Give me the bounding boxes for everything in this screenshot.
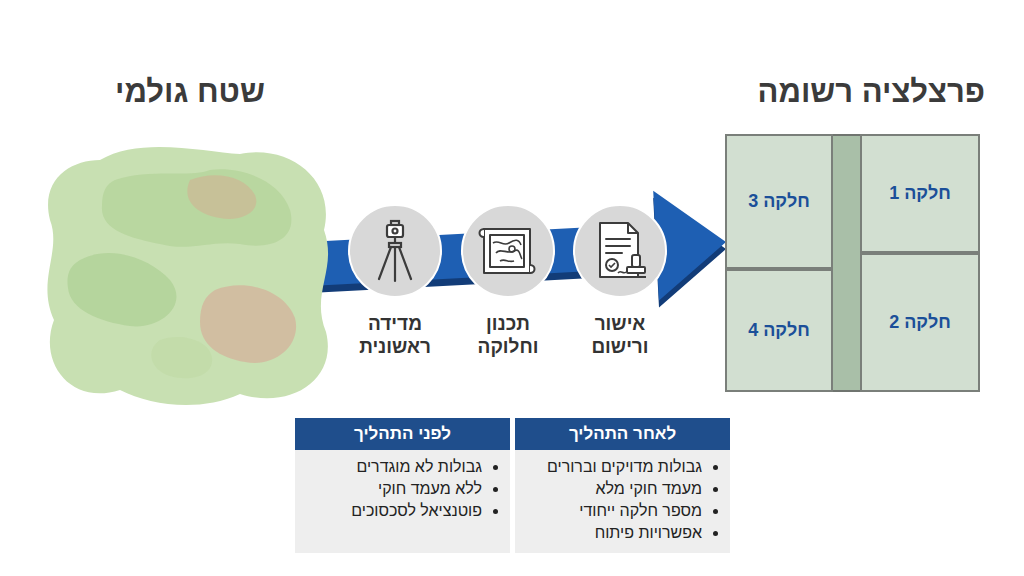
parcellation-heading: פרצלציה רשומה [758,74,985,110]
bullet-item: ללא מעמד חוקי [299,478,482,500]
registered-parcellation: פרצלציה רשומהחלקה 1חלקה 2חלקה 3חלקה 4 [725,68,980,392]
step-circle [572,203,668,299]
column-header: לפני התהליך [295,418,510,450]
document-stamp-icon [572,203,668,299]
process-step: מדידה ראשונית [335,203,455,359]
bullet-list: גבולות לא מוגדריםללא מעמד חוקיפוטנציאל ל… [299,456,500,522]
bullet-list: גבולות מדויקים וברוריםמעמד חוקי מלאמספר … [519,456,720,544]
process-step: תכנון וחלוקה [448,203,568,359]
bullet-item: פוטנציאל לסכסוכים [299,500,482,522]
land-blob [40,140,340,410]
parcel-number: חלקה 2 [889,312,951,333]
parcel-box: חלקה 1 [860,134,980,253]
parcel-box: חלקה 3 [725,134,833,269]
parcel-number: חלקה 4 [748,320,810,341]
raw-land-area: שטח גולמי [35,68,345,413]
step-circle [460,203,556,299]
arrow-body [269,191,726,301]
bullet-item: גבולות לא מוגדרים [299,456,482,478]
parcel-number: חלקה 1 [889,183,951,204]
area-heading: שטח גולמי [35,68,345,110]
step-label: מדידה ראשונית [347,313,443,359]
after-column: לאחר התהליך גבולות מדויקים וברוריםמעמד חו… [515,418,730,554]
parcel-box: חלקה 2 [860,253,980,392]
step-label: אישור ורישום [572,313,668,359]
parcel-box: חלקה 4 [725,269,833,392]
before-column: לפני התהליך גבולות לא מוגדריםללא מעמד חוק… [295,418,510,554]
surveyor-icon [347,203,443,299]
column-body: גבולות לא מוגדריםללא מעמד חוקיפוטנציאל ל… [295,450,510,553]
map-plan-icon [460,203,556,299]
bullet-item: אפשרויות פיתוח [519,522,702,544]
step-circle [347,203,443,299]
column-body: גבולות מדויקים וברוריםמעמד חוקי מלאמספר … [515,450,730,553]
bullet-item: גבולות מדויקים וברורים [519,456,702,478]
column-header: לאחר התהליך [515,418,730,450]
bullet-item: מעמד חוקי מלא [519,478,702,500]
parcel-number: חלקה 3 [748,191,810,212]
step-label: תכנון וחלוקה [460,313,556,359]
bullet-item: מספר חלקה ייחודי [519,500,702,522]
process-step: אישור ורישום [560,203,680,359]
process-arrow [269,191,726,308]
